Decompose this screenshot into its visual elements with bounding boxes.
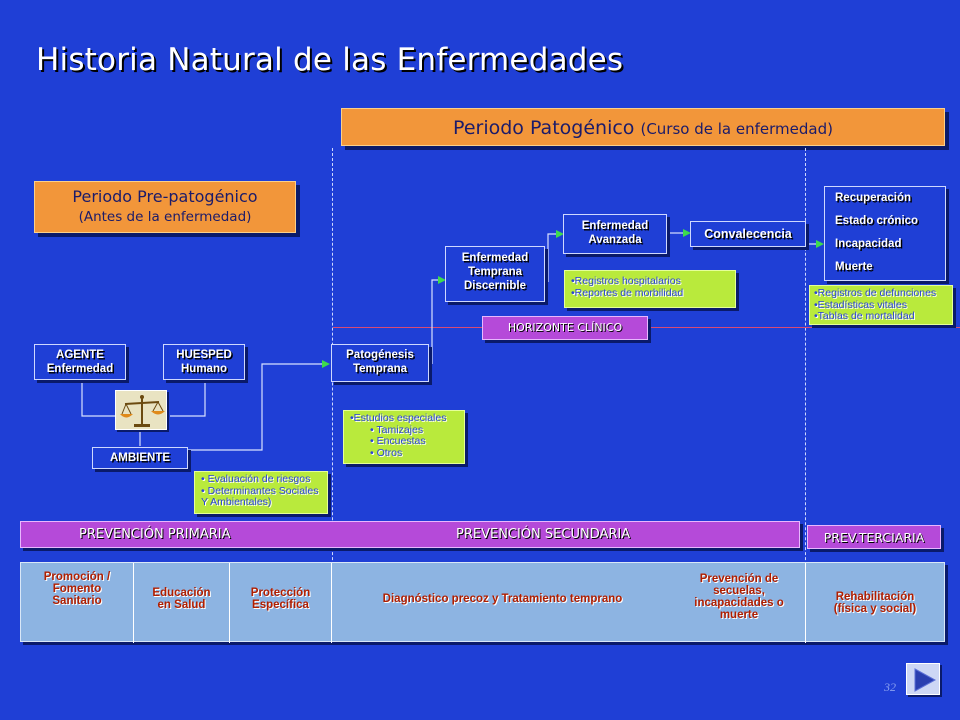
proteccion-line1: Protección (250, 587, 311, 599)
estudios-line1: •Estudios especiales (350, 412, 447, 424)
rehabilitacion-line2: (física y social) (833, 603, 917, 615)
prevencion-secundaria-label: PREVENCIÓN SECUNDARIA (456, 527, 631, 542)
estudios-especiales-box: •Estudios especiales • Tamizajes • Encue… (343, 410, 465, 464)
registros-def-line1: •Registros de defunciones (814, 287, 937, 299)
prepatogenico-line1: Periodo Pre-patogénico (72, 187, 258, 206)
enfermedad-avanzada-box: Enfermedad Avanzada (563, 214, 667, 254)
prevencion-terciaria-label: PREV.TERCIARIA (807, 525, 941, 549)
enfermedad-temprana-box: Enfermedad Temprana Discernible (445, 246, 545, 302)
estudios-line2: • Tamizajes (370, 423, 424, 436)
registros-def-line2: •Estadísticas vitales (814, 298, 907, 311)
avanzada-line1: Enfermedad (581, 220, 649, 232)
prevencion-sec-line3: incapacidades o (694, 597, 784, 609)
convalecencia-box: Convalecencia (690, 221, 806, 247)
cell-educacion: Educación en Salud (134, 563, 230, 643)
registros-hosp-line2: •Reportes de morbilidad (571, 286, 684, 299)
convalecencia-label: Convalecencia (704, 227, 792, 241)
next-slide-button[interactable] (906, 663, 940, 695)
huesped-box: HUESPED Humano (163, 344, 245, 380)
promocion-line1: Promoción / (43, 571, 111, 583)
estudios-line4: • Otros (370, 446, 403, 459)
evaluacion-line3: Y Ambientales) (201, 496, 272, 508)
prevencion-primaria-label: PREVENCIÓN PRIMARIA (79, 527, 231, 542)
outcome-muerte: Muerte (835, 261, 873, 273)
diagnostico-line1: Diagnóstico precoz y Tratamiento tempran… (382, 593, 623, 605)
horizonte-clinico-label: HORIZONTE CLÍNICO (482, 316, 648, 340)
registros-hosp-line1: •Registros hospitalarios (571, 275, 681, 287)
registros-def-line3: •Tablas de mortalidad (814, 310, 915, 322)
agente-sub: Enfermedad (46, 363, 114, 375)
evaluacion-line2: • Determinantes Sociales (201, 484, 319, 497)
prevencion-sec-line1: Prevención de (699, 573, 779, 585)
cell-rehabilitacion: Rehabilitación (física y social) (806, 563, 944, 643)
patogenesis-sub: Temprana (352, 363, 408, 375)
educacion-line1: Educación (152, 587, 211, 599)
patogenesis-label: Patogénesis (346, 349, 414, 361)
rehabilitacion-line1: Rehabilitación (835, 591, 915, 603)
temprana-line2: Temprana (467, 266, 523, 278)
outcome-incapacidad: Incapacidad (835, 238, 902, 250)
next-slide-icon (914, 668, 937, 692)
prevencion-sec-line4: muerte (719, 609, 759, 621)
promocion-line3: Sanitario (52, 595, 102, 607)
patogenesis-temprana-box: Patogénesis Temprana (331, 344, 429, 382)
agente-box: AGENTE Enfermedad (34, 344, 126, 380)
registros-hospitalarios-box: •Registros hospitalarios •Reportes de mo… (564, 270, 736, 308)
separator-terciaria (805, 148, 806, 640)
periodo-patogenico-sub: (Curso de la enfermedad) (640, 120, 833, 138)
page-number: 32 (884, 680, 896, 694)
periodo-prepatogenico-header: Periodo Pre-patogénico (Antes de la enfe… (34, 181, 296, 233)
evaluacion-riesgos-box: • Evaluación de riesgos • Determinantes … (194, 471, 328, 514)
outcome-estado-cronico: Estado crónico (835, 215, 919, 227)
promocion-line2: Fomento (52, 583, 102, 595)
periodo-patogenico-label: Periodo Patogénico (453, 117, 641, 139)
intervenciones-row: Promoción / Fomento Sanitario Educación … (20, 562, 945, 643)
cell-proteccion: Protección Específica (230, 563, 332, 643)
ambiente-label: AMBIENTE (109, 452, 171, 464)
temprana-line1: Enfermedad (461, 252, 529, 264)
outcomes-box: Recuperación Estado crónico Incapacidad … (824, 186, 946, 281)
prevencion-sec-line2: secuelas, (713, 585, 765, 597)
huesped-label: HUESPED (176, 349, 232, 361)
estudios-line3: • Encuestas (370, 435, 426, 447)
proteccion-line2: Específica (252, 599, 309, 611)
outcome-recuperacion: Recuperación (835, 192, 912, 204)
cell-diagnostico: Diagnóstico precoz y Tratamiento tempran… (332, 563, 673, 643)
page-title: Historia Natural de las Enfermedades (36, 42, 624, 78)
prevencion-band: PREVENCIÓN PRIMARIA PREVENCIÓN SECUNDARI… (20, 521, 800, 548)
balance-scale-icon (115, 390, 167, 430)
ambiente-box: AMBIENTE (92, 447, 188, 469)
prepatogenico-line2: (Antes de la enfermedad) (78, 209, 252, 225)
periodo-patogenico-header: Periodo Patogénico (Curso de la enfermed… (341, 108, 945, 146)
cell-promocion: Promoción / Fomento Sanitario (21, 563, 134, 643)
huesped-sub: Humano (181, 363, 227, 375)
evaluacion-line1: • Evaluación de riesgos (201, 473, 311, 485)
temprana-line3: Discernible (464, 280, 526, 292)
educacion-line2: en Salud (157, 599, 206, 611)
cell-prevencion-secuelas: Prevención de secuelas, incapacidades o … (673, 563, 806, 643)
agente-label: AGENTE (56, 349, 104, 361)
registros-defunciones-box: •Registros de defunciones •Estadísticas … (809, 285, 953, 325)
separator-prepatogenico (332, 148, 333, 640)
avanzada-line2: Avanzada (588, 234, 642, 246)
